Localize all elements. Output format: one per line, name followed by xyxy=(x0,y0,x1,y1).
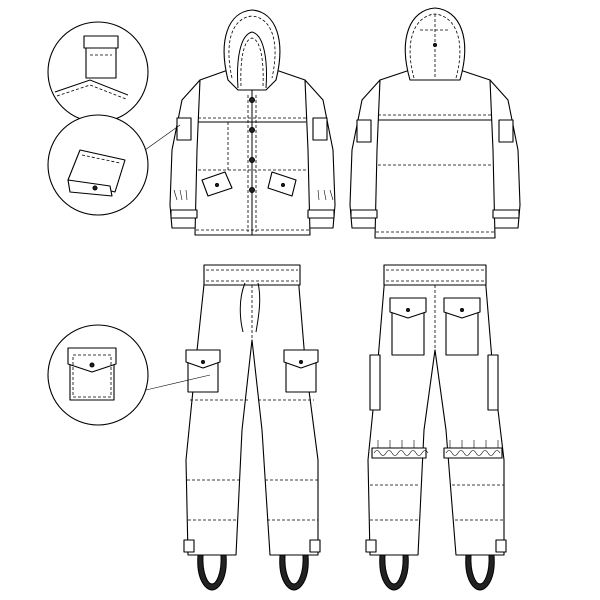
callout-leader-line-cargo xyxy=(145,374,211,391)
jacket-front-buttons xyxy=(249,97,255,193)
callout-leader-line-sleeve xyxy=(144,124,181,151)
jacket-back xyxy=(349,7,521,239)
pants-front xyxy=(183,264,321,591)
pants-back-outline xyxy=(367,274,505,556)
jacket-back-body xyxy=(374,69,496,239)
detail-callout-chest-pocket xyxy=(47,21,149,123)
detail-callout-cargo-pocket xyxy=(47,324,149,426)
pants-front-stirrup-right xyxy=(279,554,309,591)
pants-back-stirrup-left xyxy=(379,554,409,591)
pants-back-waistband xyxy=(383,264,487,286)
pants-front-stirrup-left xyxy=(197,554,227,591)
pants-back xyxy=(365,264,507,591)
detail-callout-sleeve-pocket xyxy=(47,114,149,216)
pants-back-knee-elastic xyxy=(371,440,503,459)
pants-front-waistband xyxy=(203,264,301,286)
pants-back-stirrup-right xyxy=(465,554,495,591)
jacket-front-hood xyxy=(223,9,281,91)
jacket-front xyxy=(169,9,336,236)
pants-front-drawstring xyxy=(239,282,261,333)
